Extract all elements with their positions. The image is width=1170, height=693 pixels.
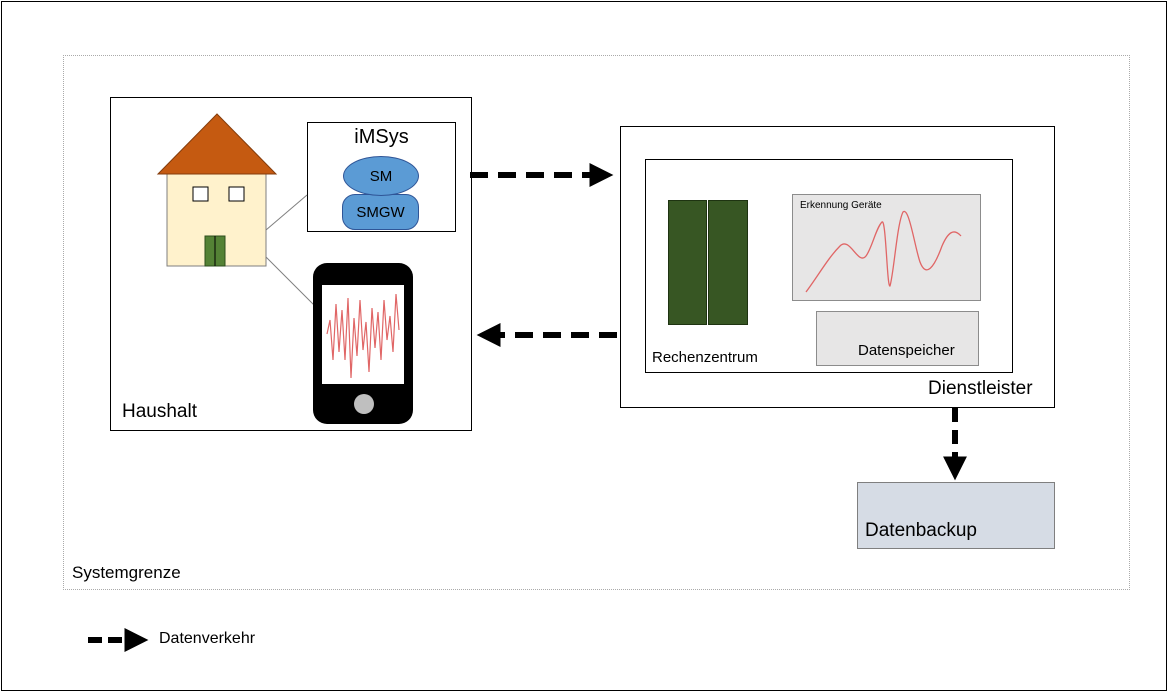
dienstleister-label: Dienstleister xyxy=(928,378,1033,399)
haushalt-label: Haushalt xyxy=(122,401,197,422)
phone-screen xyxy=(322,285,404,384)
house-icon xyxy=(156,113,278,267)
rechenzentrum-label: Rechenzentrum xyxy=(652,349,758,366)
systemgrenze-boundary xyxy=(63,55,1130,590)
datenspeicher-label: Datenspeicher xyxy=(858,342,955,359)
phone-signal-wave xyxy=(326,293,400,379)
datenspeicher-panel xyxy=(816,311,979,366)
haushalt-box xyxy=(110,97,472,431)
connector-house-imsys xyxy=(265,194,308,231)
erkennung-label: Erkennung Geräte xyxy=(800,200,882,211)
smartphone-icon xyxy=(313,263,413,424)
erkennung-panel xyxy=(792,194,981,301)
connector-house-phone xyxy=(265,256,315,306)
datenbackup-label: Datenbackup xyxy=(865,520,977,541)
house-window-right xyxy=(228,186,245,202)
dienstleister-box xyxy=(620,126,1055,408)
imsys-box xyxy=(307,122,456,232)
rechenzentrum-box xyxy=(645,159,1013,373)
sm-shape: SM xyxy=(343,156,419,196)
imsys-label: iMSys xyxy=(354,126,409,148)
systemgrenze-label: Systemgrenze xyxy=(72,563,181,582)
datenbackup-box xyxy=(857,482,1055,549)
server-rack-right xyxy=(708,200,748,325)
legend-datenverkehr-label: Datenverkehr xyxy=(159,630,256,647)
phone-home-button xyxy=(354,394,374,414)
server-rack-left xyxy=(668,200,707,325)
smgw-label: SMGW xyxy=(356,203,405,221)
sm-label: SM xyxy=(369,167,393,185)
house-roof xyxy=(156,113,278,175)
erkennung-signal-curve xyxy=(805,211,962,293)
house-window-left xyxy=(192,186,209,202)
